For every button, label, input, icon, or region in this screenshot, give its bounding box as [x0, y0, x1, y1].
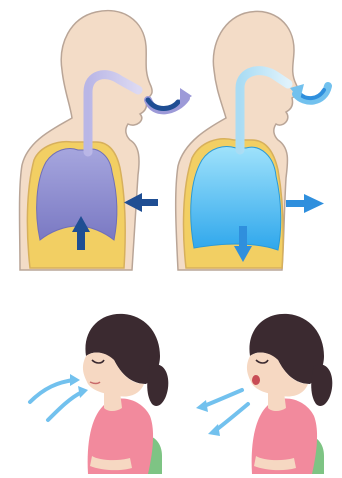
- curved-arrow-icon: [48, 386, 88, 420]
- curved-arrow-icon: [290, 84, 328, 101]
- curved-arrow-icon: [208, 404, 248, 436]
- curved-arrow-icon: [196, 390, 242, 412]
- inhale-person-panel: [30, 314, 168, 474]
- mouth-open-right: [252, 375, 260, 385]
- exhale-anatomy-panel: [20, 11, 193, 270]
- lung-inhale: [191, 147, 281, 251]
- curved-arrow-icon: [148, 88, 192, 110]
- ponytail-right: [311, 364, 332, 406]
- arrow-right-icon: [286, 194, 324, 213]
- exhale-person-panel: [196, 314, 332, 474]
- inhale-anatomy-panel: [176, 11, 328, 270]
- ponytail-left: [147, 364, 168, 406]
